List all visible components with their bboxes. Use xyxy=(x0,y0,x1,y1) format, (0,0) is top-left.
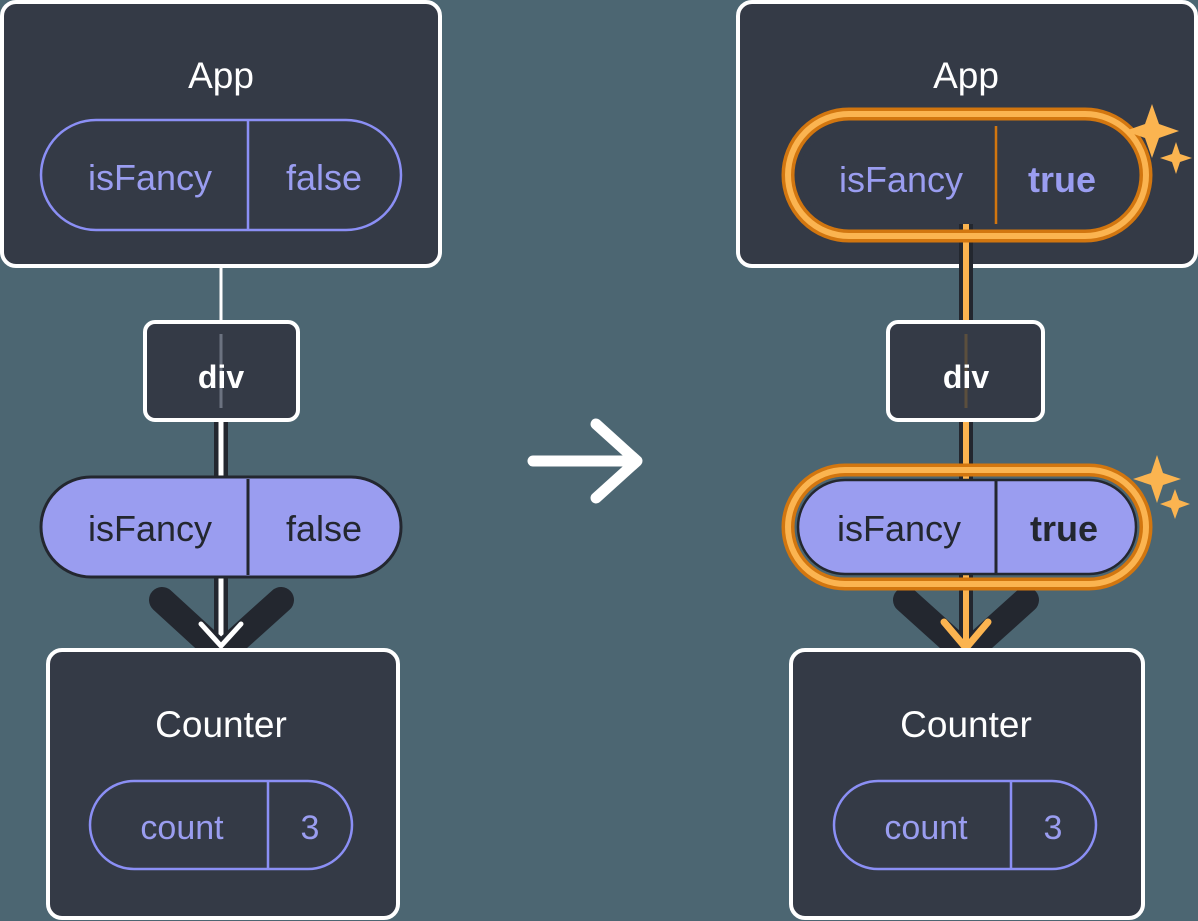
sparkle-icon-large-prop xyxy=(1133,455,1181,503)
state-pill-counter-after[interactable] xyxy=(832,779,1098,871)
node-div-title-after: div xyxy=(943,359,989,395)
prop-pill-before[interactable] xyxy=(39,475,403,579)
state-pill-value-app-after: true xyxy=(1028,159,1096,200)
node-app-title-after: App xyxy=(933,55,999,96)
sparkle-icon-large-app xyxy=(1125,104,1179,158)
panel-before: App isFancy false div isFancy false Coun… xyxy=(0,0,442,920)
node-app-before[interactable] xyxy=(0,0,442,268)
prop-pill-value-after: true xyxy=(1030,508,1098,549)
node-counter-before[interactable] xyxy=(46,648,400,920)
state-pill-value-counter-after: 3 xyxy=(1044,809,1063,847)
state-pill-key-app-before: isFancy xyxy=(88,157,212,198)
node-counter-after[interactable] xyxy=(789,648,1145,920)
sparkle-icon-small-prop xyxy=(1160,489,1190,519)
sparkle-group-app-after xyxy=(1125,104,1192,174)
prop-pill-after[interactable] xyxy=(796,478,1138,576)
sparkle-icon-small-app xyxy=(1160,142,1192,174)
transition-arrow xyxy=(527,418,643,504)
node-div-title-before: div xyxy=(198,359,244,395)
prop-pill-value-before: false xyxy=(286,508,362,549)
prop-pill-key-after: isFancy xyxy=(837,508,961,549)
prop-pill-highlight-inner-after xyxy=(785,467,1149,587)
node-app-title-before: App xyxy=(188,55,254,96)
state-pill-key-counter-after: count xyxy=(884,809,968,847)
node-counter-title-before: Counter xyxy=(155,704,287,745)
state-pill-highlight-inner-app-after xyxy=(785,111,1149,239)
state-pill-app-before[interactable] xyxy=(39,118,403,232)
state-pill-key-app-after: isFancy xyxy=(839,159,963,200)
state-pill-app-after[interactable] xyxy=(800,126,1134,224)
prop-pill-key-before: isFancy xyxy=(88,508,212,549)
node-counter-title-after: Counter xyxy=(900,704,1032,745)
arrow-head-before xyxy=(198,621,244,649)
arrow-right-icon-head xyxy=(590,418,643,504)
sparkle-group-prop-after xyxy=(1133,455,1190,519)
panel-after: App isFancy true div xyxy=(736,0,1198,920)
state-pill-value-counter-before: 3 xyxy=(301,809,320,847)
state-pill-value-app-before: false xyxy=(286,157,362,198)
state-pill-counter-before[interactable] xyxy=(88,779,354,871)
state-pill-key-counter-before: count xyxy=(140,809,224,847)
